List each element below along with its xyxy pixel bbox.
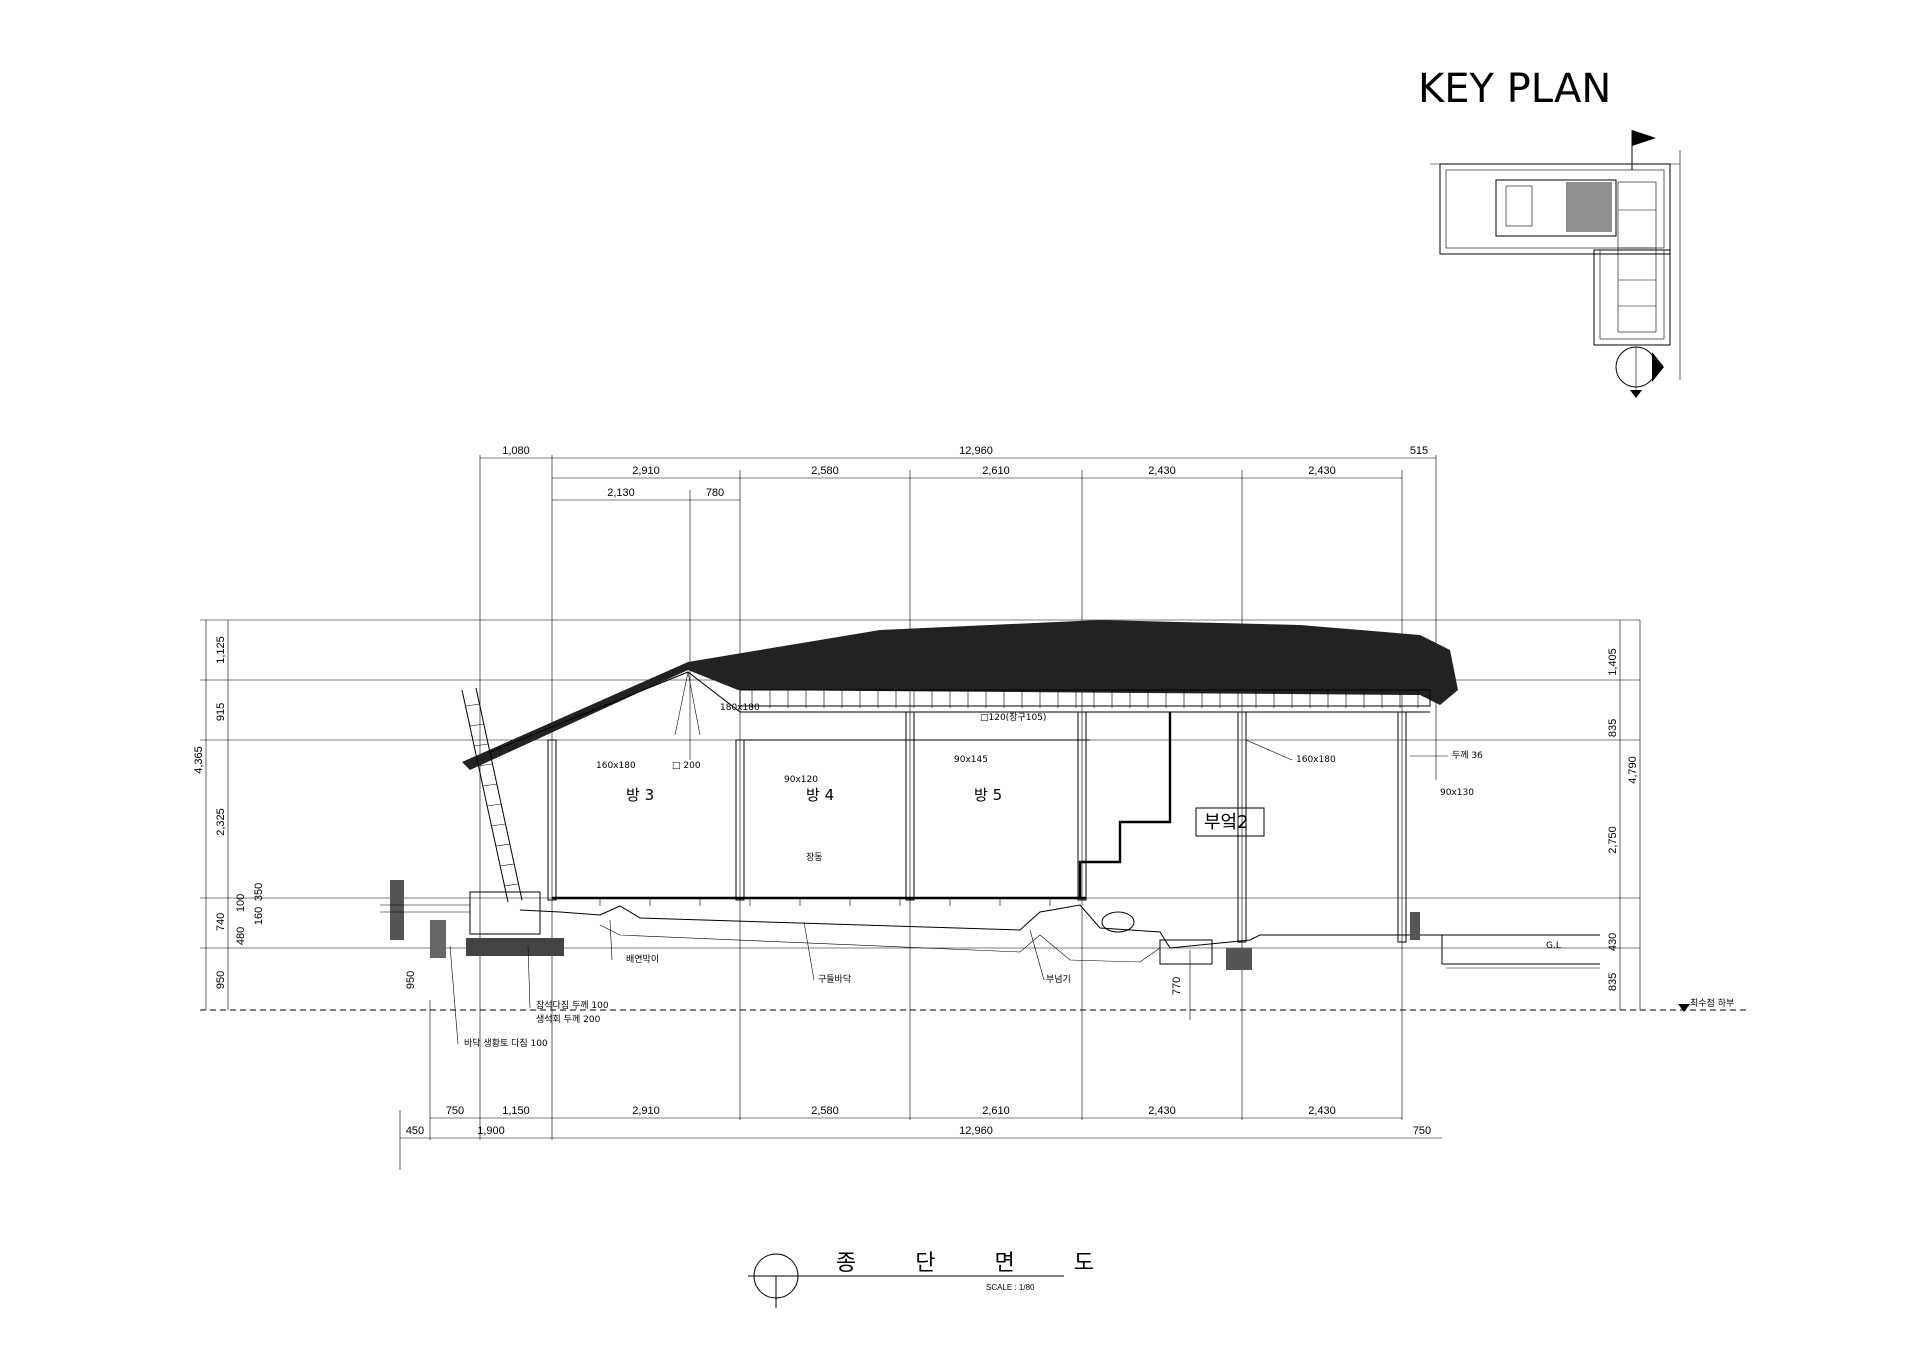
title-block: 종 단 면 도 SCALE : 1/80 [748, 1251, 1120, 1308]
note-sq-200: □ 200 [672, 761, 701, 771]
dim-top-5: 2,580 [811, 465, 839, 477]
dim-bottom-10: 12,960 [959, 1125, 993, 1137]
note-160x180-b: 160x180 [1296, 755, 1336, 765]
dim-top-8: 2,430 [1308, 465, 1336, 477]
section-geometry [200, 455, 1750, 1170]
dim-bottom-7: 2,430 [1308, 1105, 1336, 1117]
dim-right-1: 1,405 [1607, 648, 1619, 676]
dim-bottom-11: 750 [1413, 1125, 1431, 1137]
left-dimensions: 1,125 915 2,325 740 950 4,365 100 480 35… [193, 620, 417, 1010]
room-4-label: 방 4 [806, 786, 834, 804]
dim-right-3: 2,750 [1607, 826, 1619, 854]
room-5-label: 방 5 [974, 786, 1002, 804]
ladder [461, 687, 523, 903]
note-floor: 장동 [806, 852, 823, 863]
annotations: 160x180 □ 200 180x180 □120(장구105) 90x120… [449, 703, 1734, 1049]
dim-top-2: 12,960 [959, 445, 993, 457]
kitchen-label: 부엌2 [1204, 812, 1249, 833]
roof-tiles [462, 620, 1458, 770]
dim-top-6: 2,610 [982, 465, 1010, 477]
dim-top-1: 1,080 [502, 445, 530, 457]
note-90x130: 90x130 [1440, 788, 1474, 798]
dim-left-inner-2: 350 [253, 883, 265, 901]
dim-right-total: 4,790 [1627, 756, 1639, 784]
dim-top-4: 2,910 [632, 465, 660, 477]
dim-top-7: 2,430 [1148, 465, 1176, 477]
dim-bottom-5: 2,610 [982, 1105, 1010, 1117]
note-90x120: 90x120 [784, 775, 818, 785]
room-3-label: 방 3 [626, 786, 654, 804]
note-firebox: 부넘기 [1046, 974, 1071, 985]
note-770: 770 [1171, 977, 1183, 995]
dim-left-5: 950 [215, 971, 227, 989]
dim-bottom-4: 2,580 [811, 1105, 839, 1117]
dim-left-foundation: 950 [405, 971, 417, 989]
bottom-dimensions: 750 1,150 2,910 2,580 2,610 2,430 2,430 … [400, 1105, 1442, 1139]
note-160x180-a: 160x180 [596, 761, 636, 771]
note-level: 최수점 하부 [1690, 997, 1734, 1009]
dim-left-2: 915 [215, 703, 227, 721]
key-plan: KEY PLAN [1418, 66, 1681, 398]
dim-left-total: 4,365 [193, 746, 205, 774]
dim-right-2: 835 [1607, 719, 1619, 737]
dim-left-inner-3: 160 [253, 907, 265, 925]
drawing-title: 종 단 면 도 [836, 1251, 1120, 1276]
dim-bottom-8: 450 [406, 1125, 424, 1137]
note-layer-3: 바닥 생황토 다짐 100 [464, 1038, 548, 1049]
dim-bottom-9: 1,900 [477, 1125, 505, 1137]
dim-left-inner-4: 480 [235, 927, 247, 945]
columns [547, 711, 1407, 943]
dim-left-inner-1: 100 [235, 894, 247, 912]
dim-bottom-2: 1,150 [502, 1105, 530, 1117]
note-gudeul: 구들바닥 [818, 974, 851, 985]
dim-bottom-3: 2,910 [632, 1105, 660, 1117]
key-plan-drawing [1430, 130, 1681, 398]
note-gl: G.L [1546, 941, 1561, 951]
note-layer-2: 생석회 두께 200 [536, 1014, 601, 1025]
dim-right-4: 430 [1607, 933, 1619, 951]
right-dimensions: 1,405 835 2,750 430 835 4,790 [1607, 620, 1641, 1010]
dim-left-1: 1,125 [215, 636, 227, 664]
dim-top-10: 780 [706, 487, 724, 499]
dim-top-9: 2,130 [607, 487, 635, 499]
note-thickness-36: 두께 36 [1452, 750, 1483, 761]
north-flag-icon [1632, 130, 1656, 146]
foundation-stones [380, 880, 564, 958]
note-180x180: 180x180 [720, 703, 760, 713]
dim-left-4: 740 [215, 913, 227, 931]
top-dimensions: 1,080 12,960 515 2,910 2,580 2,610 2,430… [480, 445, 1436, 501]
room-labels: 방 3 방 4 방 5 부엌2 [626, 786, 1265, 837]
level-arrow-icon [1678, 1004, 1690, 1012]
drawing-scale: SCALE : 1/80 [986, 1283, 1035, 1292]
dim-bottom-1: 750 [446, 1105, 464, 1117]
dim-left-3: 2,325 [215, 808, 227, 836]
kitchen-label-box [1195, 807, 1265, 837]
dim-bottom-6: 2,430 [1148, 1105, 1176, 1117]
note-sq-120: □120(장구105) [980, 712, 1046, 723]
key-plan-title: KEY PLAN [1418, 66, 1611, 112]
note-ventilation: 배연막이 [626, 954, 659, 965]
dim-top-3: 515 [1410, 445, 1428, 457]
note-90x145: 90x145 [954, 755, 988, 765]
note-layer-1: 잡석다짐 두께 100 [536, 999, 609, 1011]
dim-right-5: 835 [1607, 973, 1619, 991]
